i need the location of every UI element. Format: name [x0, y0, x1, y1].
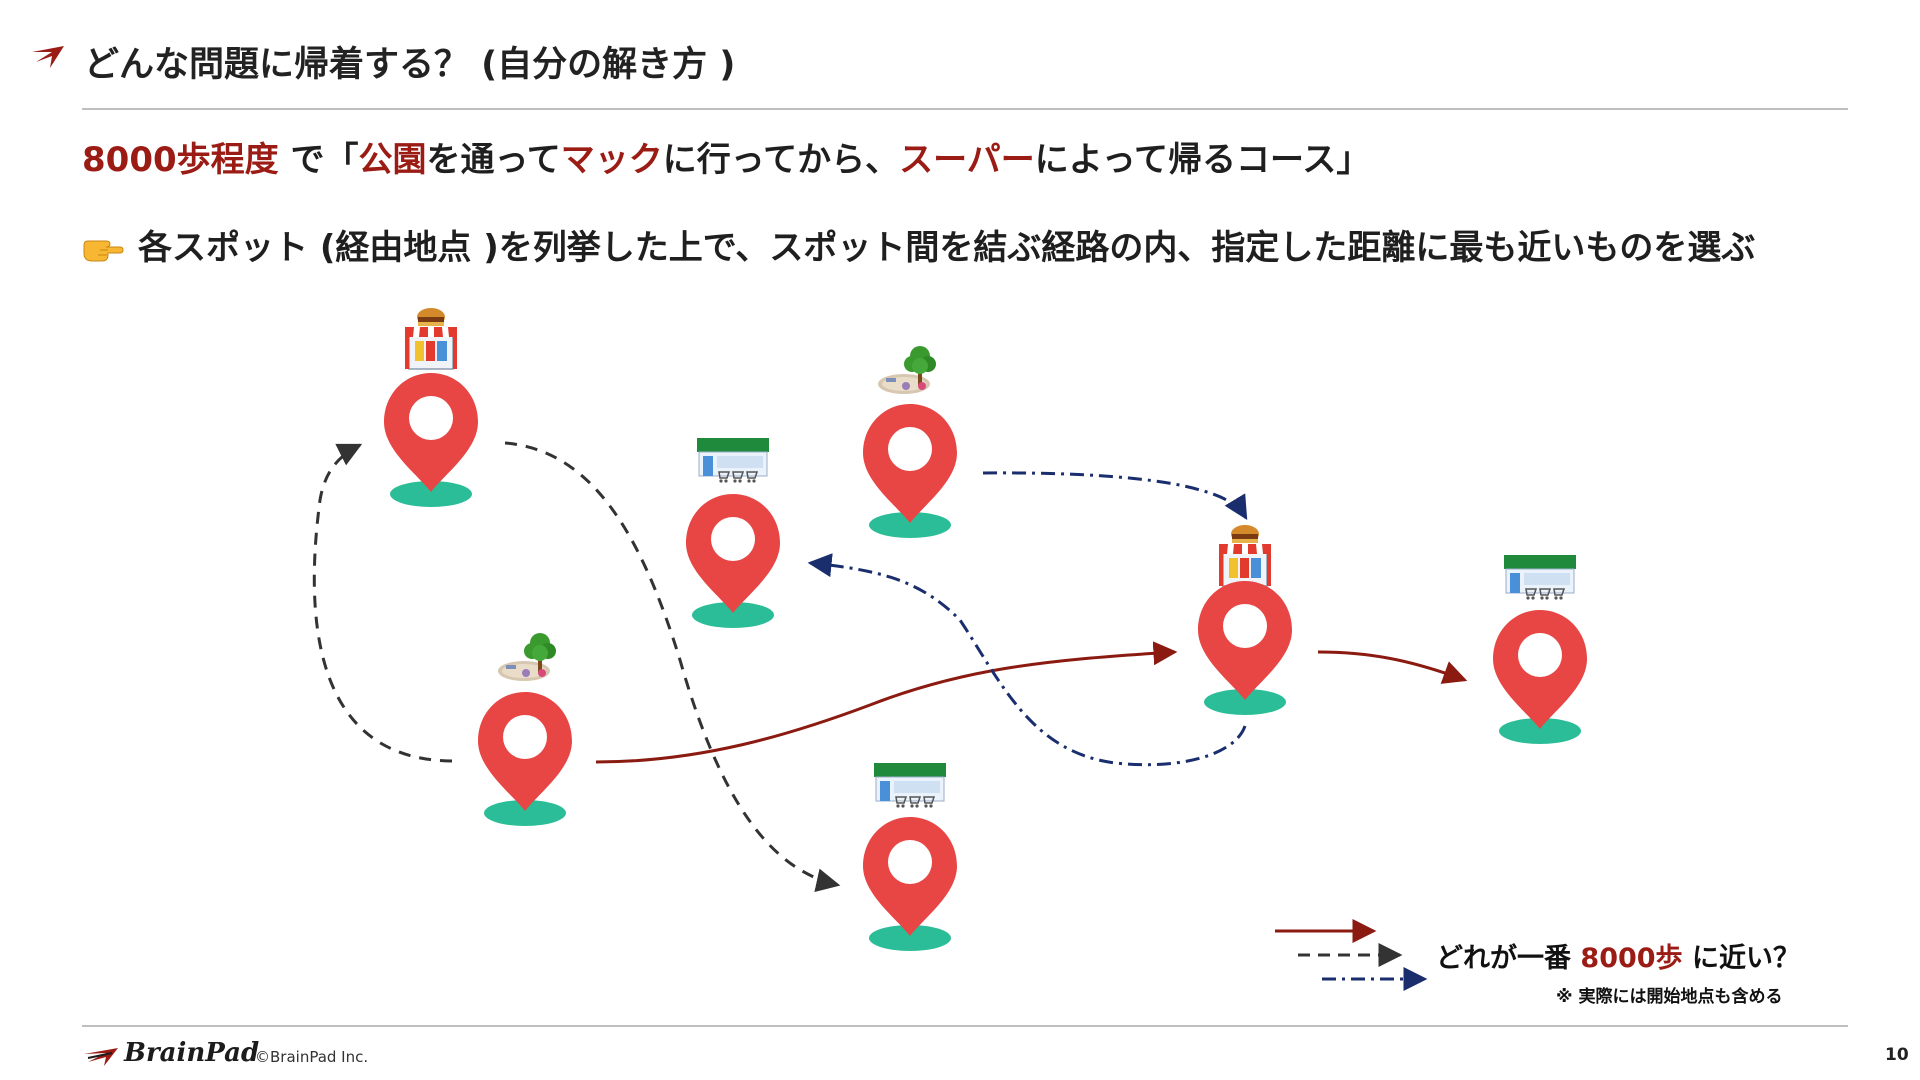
legend-note: ※ 実際には開始地点も含める	[1556, 987, 1783, 1007]
route-solid-start-to-mac	[595, 641, 1178, 764]
approach-statement: 各スポット (経由地点 )を列挙した上で、スポット間を結ぶ経路の内、指定した距離…	[82, 220, 1755, 269]
spot-mac-2	[1198, 524, 1292, 715]
spot-park-1	[863, 346, 957, 538]
steps-highlight: 8000歩程度	[82, 140, 279, 180]
problem-text-2: を通って	[426, 140, 561, 180]
pointing-hand-icon	[83, 240, 124, 262]
map-pin-icon	[863, 817, 957, 951]
super-highlight: スーパー	[899, 140, 1035, 180]
footer-divider	[82, 1025, 1848, 1027]
problem-text-1: で「	[278, 140, 359, 180]
spot-super-3	[863, 762, 957, 951]
route-dashed-start-to-mac	[312, 443, 453, 763]
route-dashdot-park-to-mac	[982, 471, 1248, 521]
mac-highlight: マック	[560, 140, 663, 180]
supermarket-icon	[696, 437, 770, 484]
park-highlight: 公園	[358, 140, 427, 180]
map-pin-icon	[686, 494, 780, 628]
map-pin-icon	[478, 692, 572, 826]
map-pin-icon	[1493, 610, 1587, 744]
problem-text-3: に行ってから、	[662, 140, 900, 180]
spot-mac-1	[384, 307, 478, 507]
route-dashed-mac-to-super	[504, 441, 841, 893]
problem-statement: 8000歩程度 で「公園を通ってマックに行ってから、スーパーによって帰るコース」	[82, 132, 1370, 181]
legend-question: どれが一番 8000歩 に近い？	[1436, 936, 1800, 975]
map-pin-icon	[863, 404, 957, 538]
page-title: どんな問題に帰着する？ (自分の解き方 )	[84, 45, 736, 85]
spot-super-2	[1493, 554, 1587, 744]
legend-question-pre: どれが一番	[1436, 943, 1581, 974]
route-dashdot-mac-to-super	[807, 553, 1247, 767]
map-pin-icon	[1198, 581, 1292, 715]
spot-super-1	[686, 437, 780, 628]
brand-mark-icon	[32, 46, 64, 68]
spot-park-start	[478, 633, 572, 826]
map-pin-icon	[384, 373, 478, 507]
supermarket-icon	[873, 762, 947, 809]
park-tree-icon	[878, 346, 936, 394]
brainpad-logo-icon	[84, 1048, 118, 1066]
burger-shop-icon	[404, 307, 458, 370]
park-tree-icon	[498, 633, 556, 681]
title-divider	[82, 108, 1848, 110]
burger-shop-icon	[1218, 524, 1272, 587]
footer-copyright: ©BrainPad Inc.	[255, 1048, 369, 1066]
legend-question-post: に近い？	[1682, 943, 1800, 974]
route-solid-mac-to-super	[1317, 650, 1468, 684]
page-number: 10	[1885, 1045, 1909, 1065]
legend-question-steps: 8000歩	[1580, 943, 1683, 974]
supermarket-icon	[1503, 554, 1577, 601]
problem-text-4: によって帰るコース」	[1034, 140, 1371, 180]
approach-text: 各スポット (経由地点 )を列挙した上で、スポット間を結ぶ経路の内、指定した距離…	[138, 228, 1756, 268]
footer-brand: BrainPad	[124, 1038, 260, 1068]
